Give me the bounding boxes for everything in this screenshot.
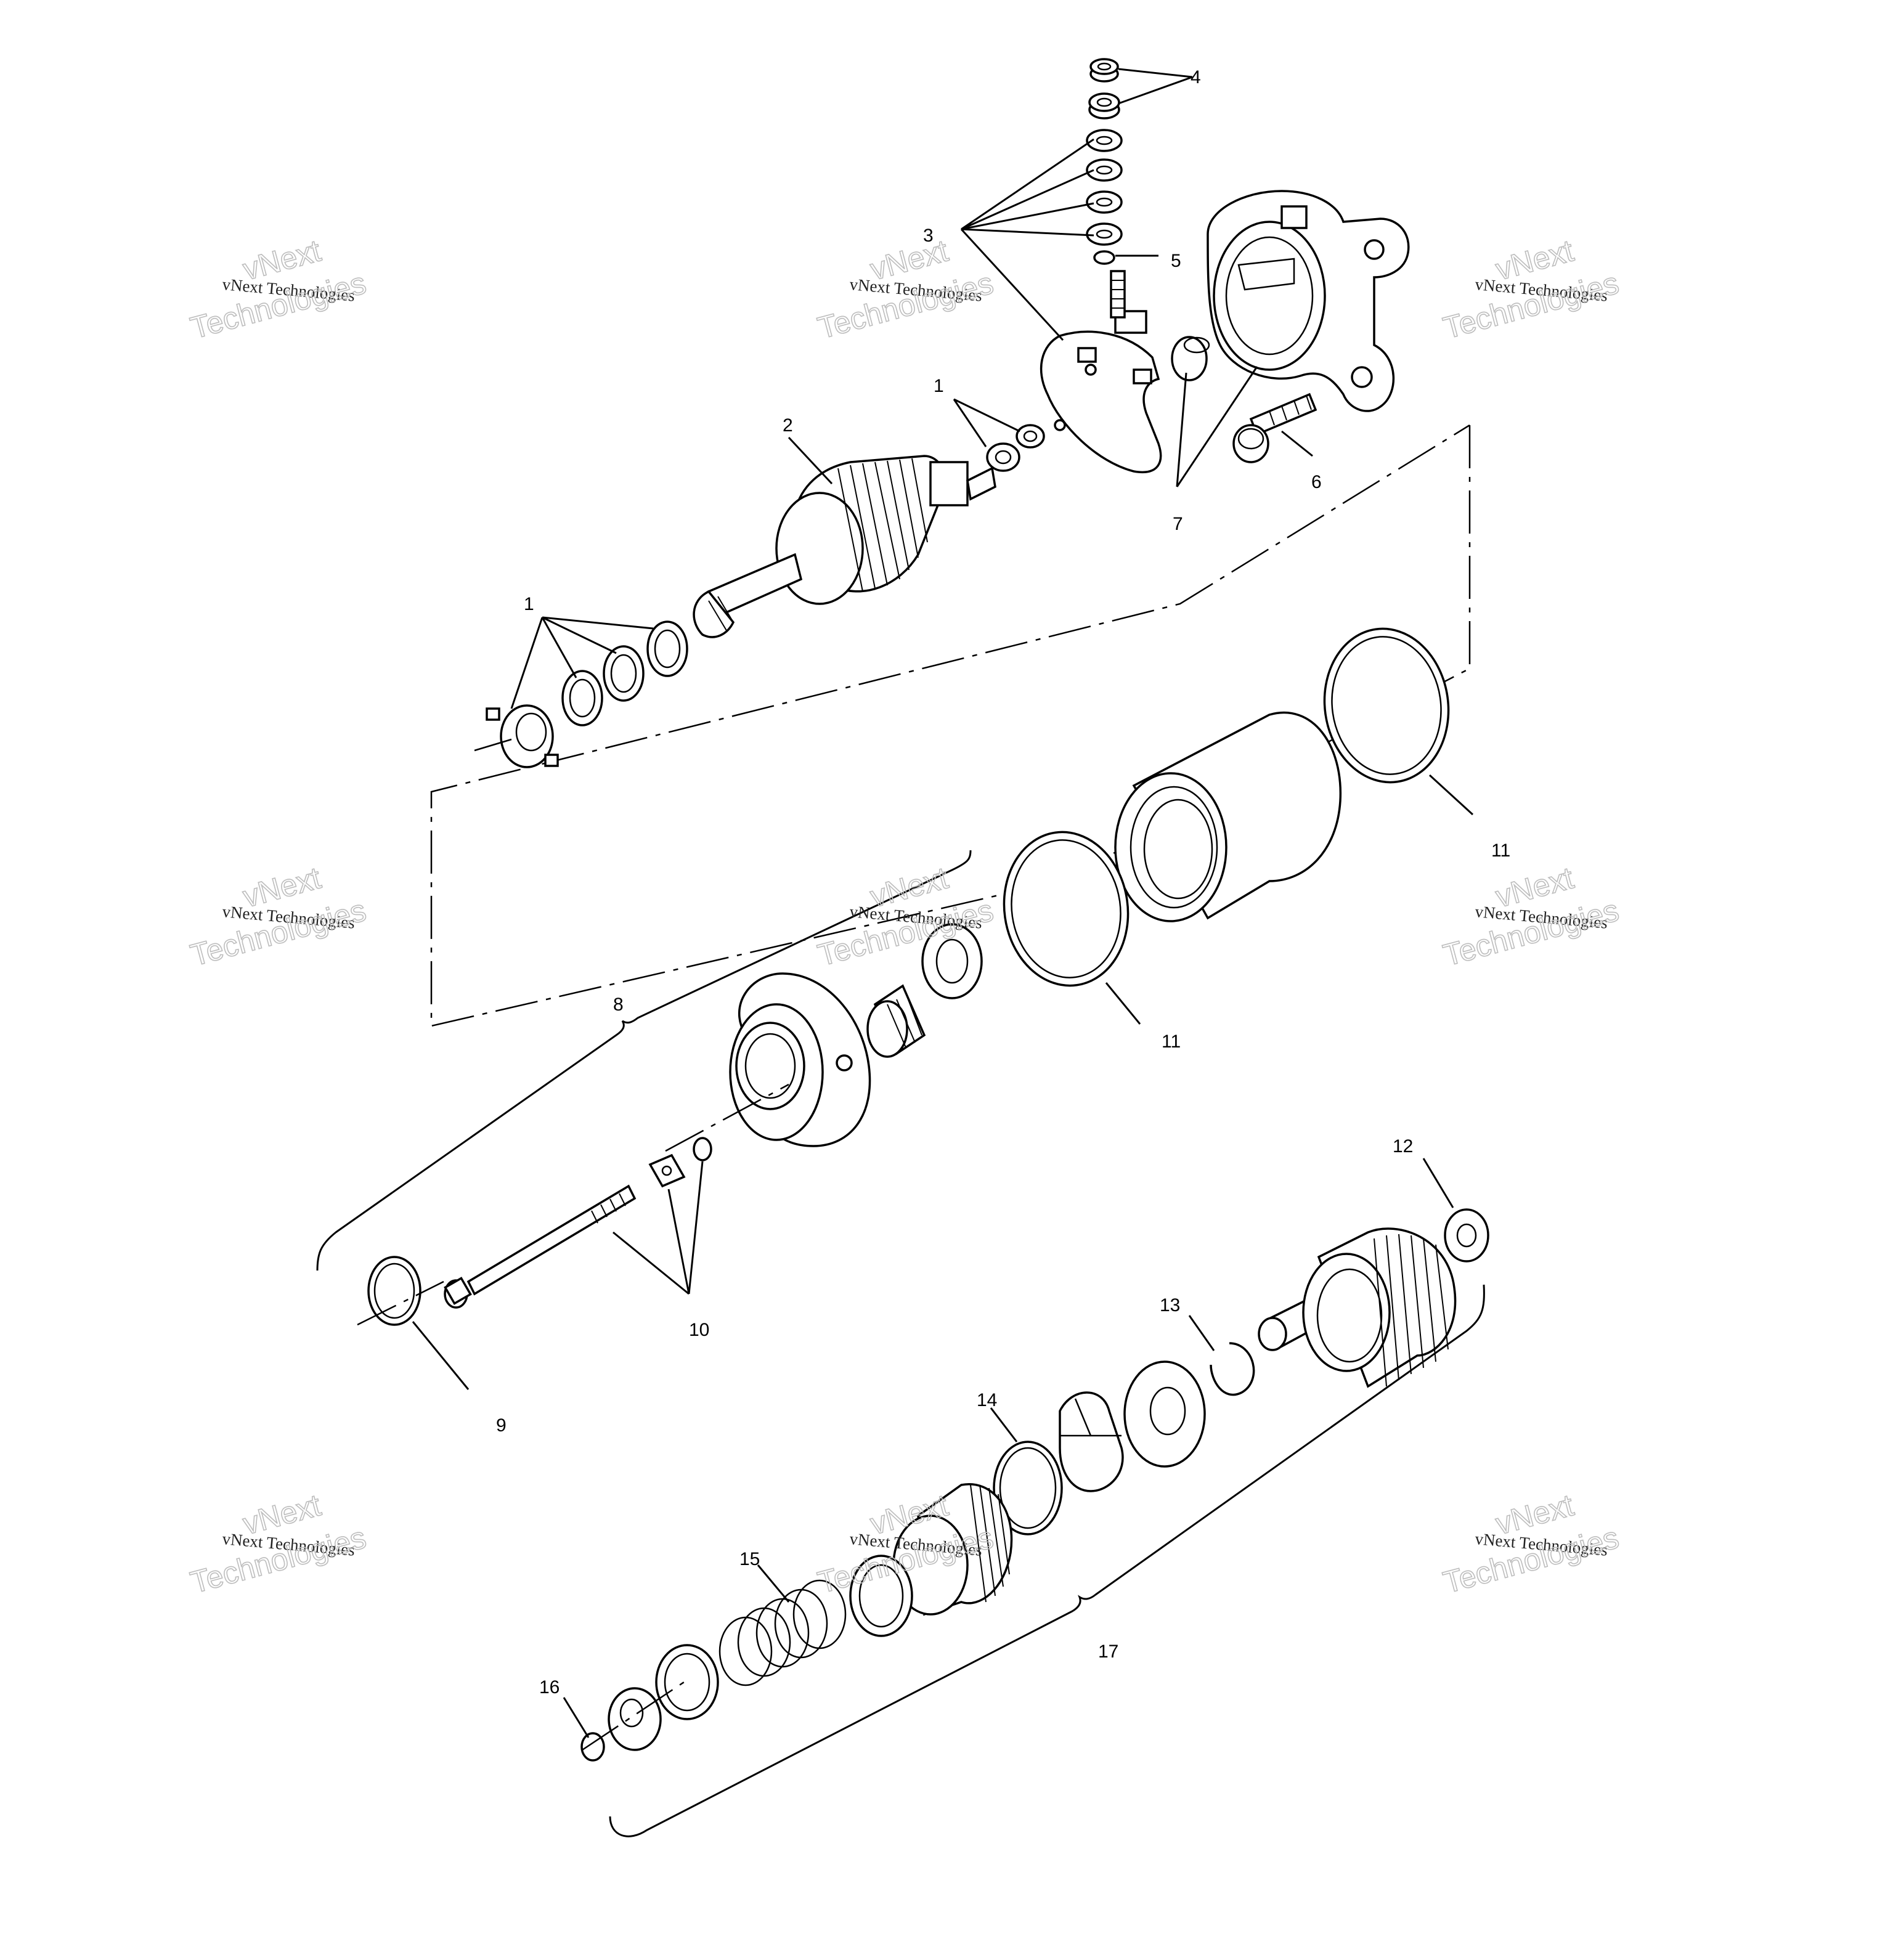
needle-bearing	[866, 984, 926, 1058]
brace-17	[609, 1284, 1485, 1837]
bushing	[1171, 336, 1210, 381]
ball-bearing	[921, 923, 983, 999]
watermark: vNext vNext Technologies Technologies	[187, 1487, 370, 1601]
clutch-segments	[1059, 1391, 1124, 1492]
callout-4: 4	[1191, 67, 1201, 87]
center-line	[474, 738, 512, 752]
snap-ring	[367, 1256, 421, 1326]
retaining-ring	[993, 1441, 1063, 1535]
brush-holder-plate	[1040, 270, 1162, 473]
terminal-nut-lower	[1088, 92, 1120, 120]
terminal-nut-upper	[1089, 58, 1119, 83]
thrust-washer	[986, 442, 1020, 472]
watermark: vNext vNext Technologies Technologies	[187, 860, 370, 974]
spring	[719, 1579, 847, 1686]
watermark: vNext vNext Technologies Technologies	[1439, 233, 1623, 346]
callout-2: 2	[783, 415, 793, 436]
stopper	[608, 1687, 662, 1751]
spring-collar	[655, 1644, 719, 1720]
center-line	[357, 1280, 444, 1326]
terminal-washer	[1086, 158, 1123, 182]
callout-12: 12	[1393, 1136, 1413, 1157]
watermark: vNext vNext Technologies Technologies	[1439, 860, 1623, 974]
o-ring-small	[693, 1137, 712, 1161]
callout-8: 8	[613, 994, 624, 1015]
watermark: vNext vNext Technologies Technologies	[1439, 1487, 1623, 1601]
brace-8	[316, 850, 972, 1271]
assembly-outline	[430, 424, 1471, 1027]
terminal-washer	[1086, 222, 1123, 246]
center-line	[582, 1681, 685, 1751]
terminal-washer	[1086, 190, 1123, 214]
washer-large	[646, 620, 688, 677]
thrust-washer	[1016, 424, 1045, 449]
center-line	[665, 1083, 789, 1152]
callout-5: 5	[1171, 251, 1181, 271]
watermark: vNext vNext Technologies Technologies	[187, 233, 370, 346]
terminal-washer	[1086, 129, 1123, 152]
watermark: vNext vNext Technologies Technologies	[814, 233, 998, 346]
armature	[693, 455, 996, 638]
callout-3: 3	[923, 226, 934, 246]
callout-7: 7	[1173, 514, 1183, 534]
washer-large	[561, 670, 603, 726]
drive-end-housing	[729, 972, 871, 1147]
through-bolt	[444, 1184, 637, 1309]
callout-14: 14	[977, 1390, 997, 1410]
o-ring-large	[1003, 831, 1130, 987]
end-cover-housing	[1207, 190, 1410, 412]
thrust-washer	[1444, 1208, 1489, 1263]
callout-17: 17	[1098, 1641, 1118, 1662]
callout-16: 16	[539, 1677, 560, 1698]
callout-11-right: 11	[1491, 840, 1510, 861]
callout-15: 15	[739, 1549, 760, 1569]
leader-lines	[412, 68, 1474, 1738]
callout-11-left: 11	[1162, 1031, 1181, 1052]
callout-6: 6	[1311, 472, 1322, 492]
through-screw-short	[1232, 392, 1317, 463]
lock-tab	[648, 1153, 686, 1188]
o-ring-small	[1093, 250, 1115, 265]
lock-plate	[486, 704, 559, 768]
sleeve	[849, 1555, 913, 1637]
callout-13: 13	[1160, 1295, 1180, 1315]
callout-10: 10	[689, 1320, 709, 1340]
circlip	[1210, 1342, 1255, 1396]
reduction-gear	[1302, 1227, 1457, 1388]
washer-large	[603, 645, 645, 702]
callout-9: 9	[496, 1415, 507, 1436]
callout-1-upper: 1	[934, 376, 944, 396]
callout-1-lower: 1	[524, 594, 534, 614]
yoke-housing	[1114, 711, 1342, 922]
o-ring-large	[1323, 627, 1450, 784]
washer-plate	[1123, 1360, 1206, 1468]
